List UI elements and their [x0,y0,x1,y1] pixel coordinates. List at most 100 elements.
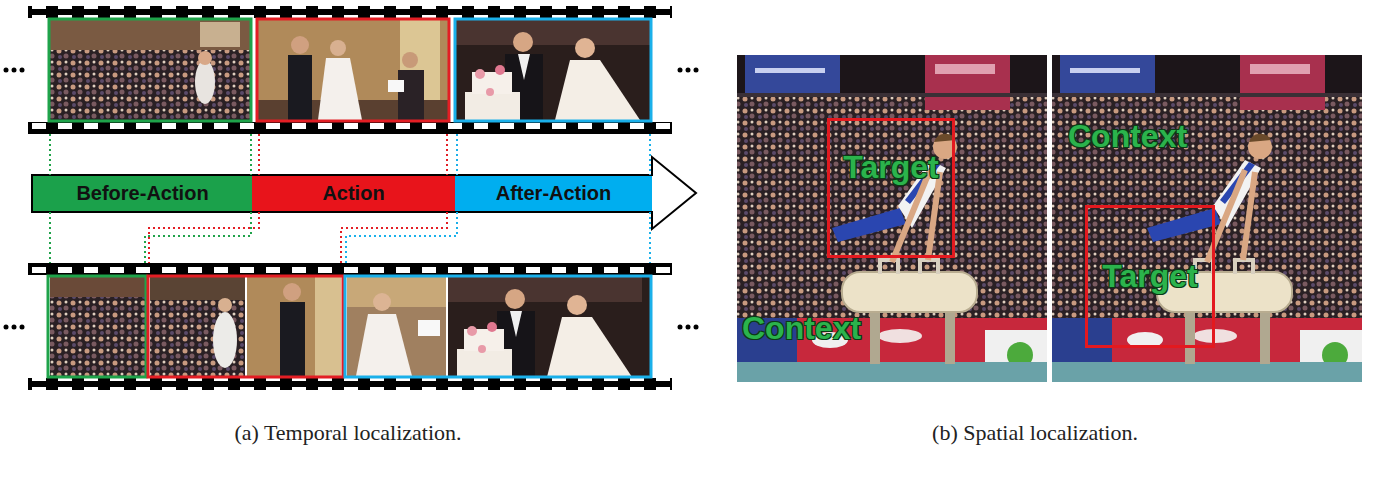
video-frame [330,40,346,56]
leader-lines [149,212,259,263]
film-strip [28,263,672,275]
video-frame [218,298,232,312]
frame-outline [48,276,146,377]
frame-outline [257,19,449,121]
video-frame [456,20,650,120]
ellipsis-dots [686,325,691,330]
video-frame [575,38,595,58]
gymnast-photo [870,308,880,364]
leader-lines [50,134,650,263]
phase-label: After-Action [496,182,612,205]
frame-outline [455,19,651,121]
video-frame [213,312,237,368]
ellipsis-dots [12,68,17,73]
video-frame [150,277,341,376]
subfigure-caption: (a) Temporal localization. [234,420,461,446]
video-frame [398,70,424,120]
film-strip [4,263,699,390]
video-frame [373,293,391,311]
gymnast-photo [880,260,898,274]
film-strip [28,6,672,18]
video-frame [50,20,250,120]
video-frame [446,277,448,376]
gymnast-photo [737,55,1047,382]
gymnast-photo [832,208,906,242]
ellipsis-dots [694,68,699,73]
gymnast-photo [1052,55,1362,382]
leader-lines [649,212,651,263]
video-frame [200,22,240,47]
gymnast-photo [745,55,840,93]
video-frame [258,20,448,120]
leader-lines [145,212,251,263]
ellipsis-dots [20,68,25,73]
ellipsis-dots [678,325,683,330]
video-frame [198,51,212,65]
video-frame [195,60,215,104]
gymnast-photo [755,68,825,73]
video-frame [258,20,448,120]
video-frame [486,88,494,96]
context-label: Context [1068,118,1187,155]
leader-lines [341,212,447,263]
leader-lines [649,134,651,175]
video-frame [448,277,650,376]
video-frame [456,20,650,45]
film-strip [4,6,699,134]
video-frame [495,65,505,75]
gymnast-photo [878,329,922,343]
target-label: Target [843,149,938,186]
target-box: Target [1085,205,1215,348]
phase-band: After-Action [455,176,652,211]
video-frame [245,277,247,376]
ellipsis-dots [20,325,25,330]
video-frame [513,32,533,52]
video-frame [50,20,250,50]
video-frame [150,300,245,376]
frame-outline [49,19,251,121]
video-frame [356,314,412,376]
ellipsis-dots [12,325,17,330]
gymnast-photo [737,55,1047,382]
video-frame [518,54,530,80]
target-label: Target [1102,258,1197,295]
gymnast-photo [737,362,1047,382]
video-frame [50,277,145,376]
video-frame [418,320,440,336]
gymnast-photo [737,93,1047,97]
video-frame [388,80,404,92]
phase-band: Action [252,176,455,211]
video-frame [402,52,418,68]
ellipsis-dots [4,325,9,330]
video-frame [247,277,341,376]
gymnast-photo [928,172,940,260]
phase-band: Before-Action [33,176,252,211]
video-frame [448,277,642,377]
video-frame [347,277,650,377]
leader-lines [250,134,252,175]
leader-lines [49,134,51,175]
context-label: Context [742,310,861,347]
phase-label: Action [322,182,384,205]
video-frame [50,20,250,120]
video-frame [475,69,485,79]
video-frame [50,50,250,120]
gymnast-photo [945,308,955,364]
video-frame [347,277,446,307]
gymnast-photo [737,95,1047,325]
leader-lines [346,212,457,263]
ellipsis-dots [4,68,9,73]
video-frame [50,277,145,376]
ellipsis-dots [678,68,683,73]
video-frame [315,277,341,376]
film-strip [28,378,672,390]
subfigure-caption: (b) Spatial localization. [932,420,1138,446]
video-frame [555,60,640,120]
video-frame [288,55,312,120]
frame-outline [148,276,343,377]
leader-lines [49,212,51,263]
leader-lines [258,134,260,175]
